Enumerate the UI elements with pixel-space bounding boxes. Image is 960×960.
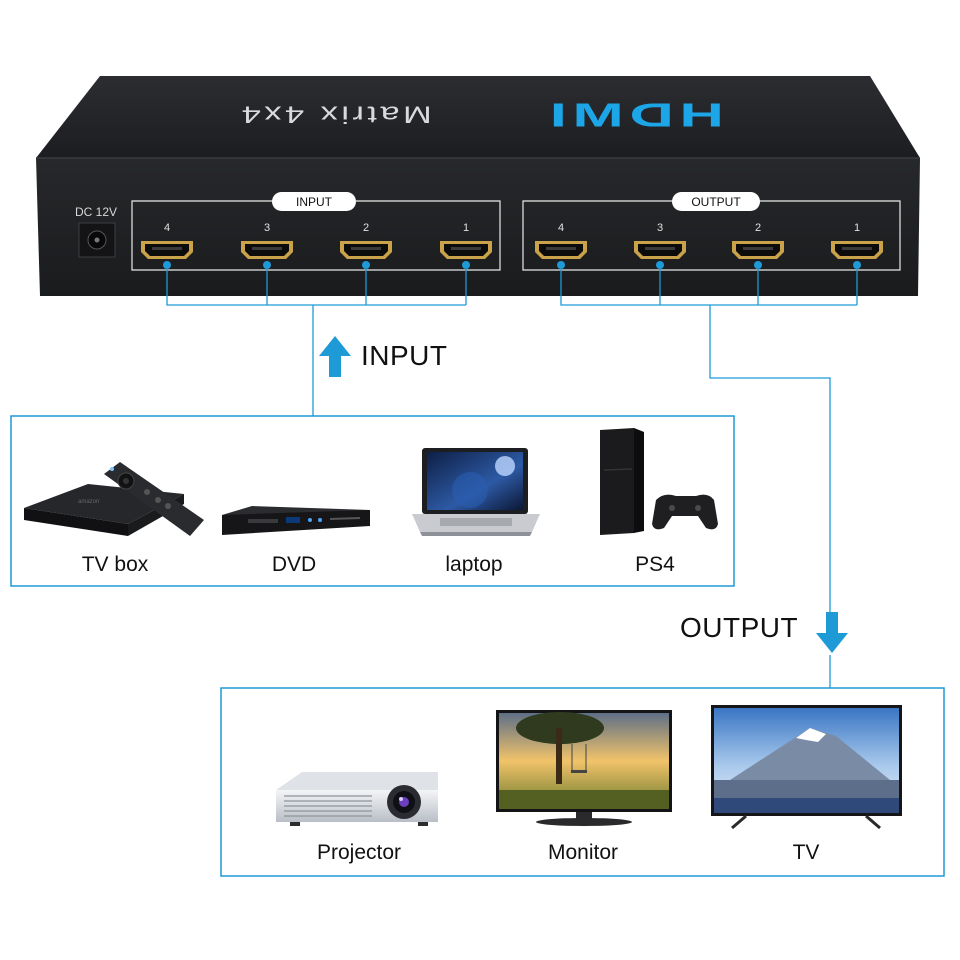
output-group-label: OUTPUT <box>691 195 741 209</box>
output-flow-heading: OUTPUT <box>680 612 799 643</box>
device-top-face <box>36 76 920 158</box>
power-label: DC 12V <box>75 205 117 219</box>
output-port-1[interactable]: 1 <box>831 222 883 269</box>
model-text: Matrix 4x4 <box>238 101 432 128</box>
model-text-label: Matrix 4x4 <box>238 101 432 128</box>
input-port-number: 3 <box>264 222 270 234</box>
display-devices-panel <box>220 687 945 877</box>
hdmi-logo-text: HDMI <box>544 97 724 134</box>
output-route-line <box>709 305 831 612</box>
output-arrow-down-icon <box>816 612 848 653</box>
display-label-projector: Projector <box>316 841 402 864</box>
output-port-4[interactable]: 4 <box>535 222 587 269</box>
output-port-2[interactable]: 2 <box>732 222 784 269</box>
source-label-ps4: PS4 <box>635 553 675 576</box>
projector-icon <box>276 772 438 826</box>
input-group-label: INPUT <box>296 195 333 209</box>
input-group-badge <box>272 192 356 211</box>
output-port-number: 1 <box>854 222 860 234</box>
input-port-group: INPUT <box>131 192 501 271</box>
ps4-console-icon <box>600 428 718 535</box>
dvd-player-icon <box>222 506 370 535</box>
output-port-number: 3 <box>657 222 663 234</box>
input-arrow-up-icon <box>319 336 351 377</box>
hdmi-logo: HDMI <box>544 97 724 134</box>
input-port-1[interactable]: 1 <box>440 222 492 269</box>
display-label-monitor: Monitor <box>547 841 619 864</box>
input-flow-heading: INPUT <box>361 340 448 371</box>
output-port-number: 4 <box>558 222 564 234</box>
input-port-2[interactable]: 2 <box>340 222 392 269</box>
output-port-group: OUTPUT <box>522 192 901 271</box>
source-label-tv-box: TV box <box>81 553 149 576</box>
tv-box-icon: amazon <box>24 462 204 536</box>
output-port-number: 2 <box>755 222 761 234</box>
hdmi-matrix-device: HDMI Matrix 4x4 DC 12V INPUT OUTPUT 4 3 2 1… <box>36 76 920 296</box>
input-port-number: 1 <box>463 222 469 234</box>
connector-lines <box>166 265 858 688</box>
source-label-laptop: laptop <box>445 553 503 576</box>
monitor-icon <box>496 710 672 826</box>
source-devices-panel <box>10 415 735 587</box>
laptop-icon <box>412 448 540 536</box>
tv-icon <box>711 705 902 830</box>
input-port-number: 4 <box>164 222 170 234</box>
input-port-3[interactable]: 3 <box>241 222 293 269</box>
display-label-tv: TV <box>792 841 820 864</box>
output-group-badge <box>672 192 760 211</box>
input-port-number: 2 <box>363 222 369 234</box>
source-label-dvd: DVD <box>271 553 317 576</box>
output-port-3[interactable]: 3 <box>634 222 686 269</box>
svg-text:amazon: amazon <box>78 499 99 505</box>
